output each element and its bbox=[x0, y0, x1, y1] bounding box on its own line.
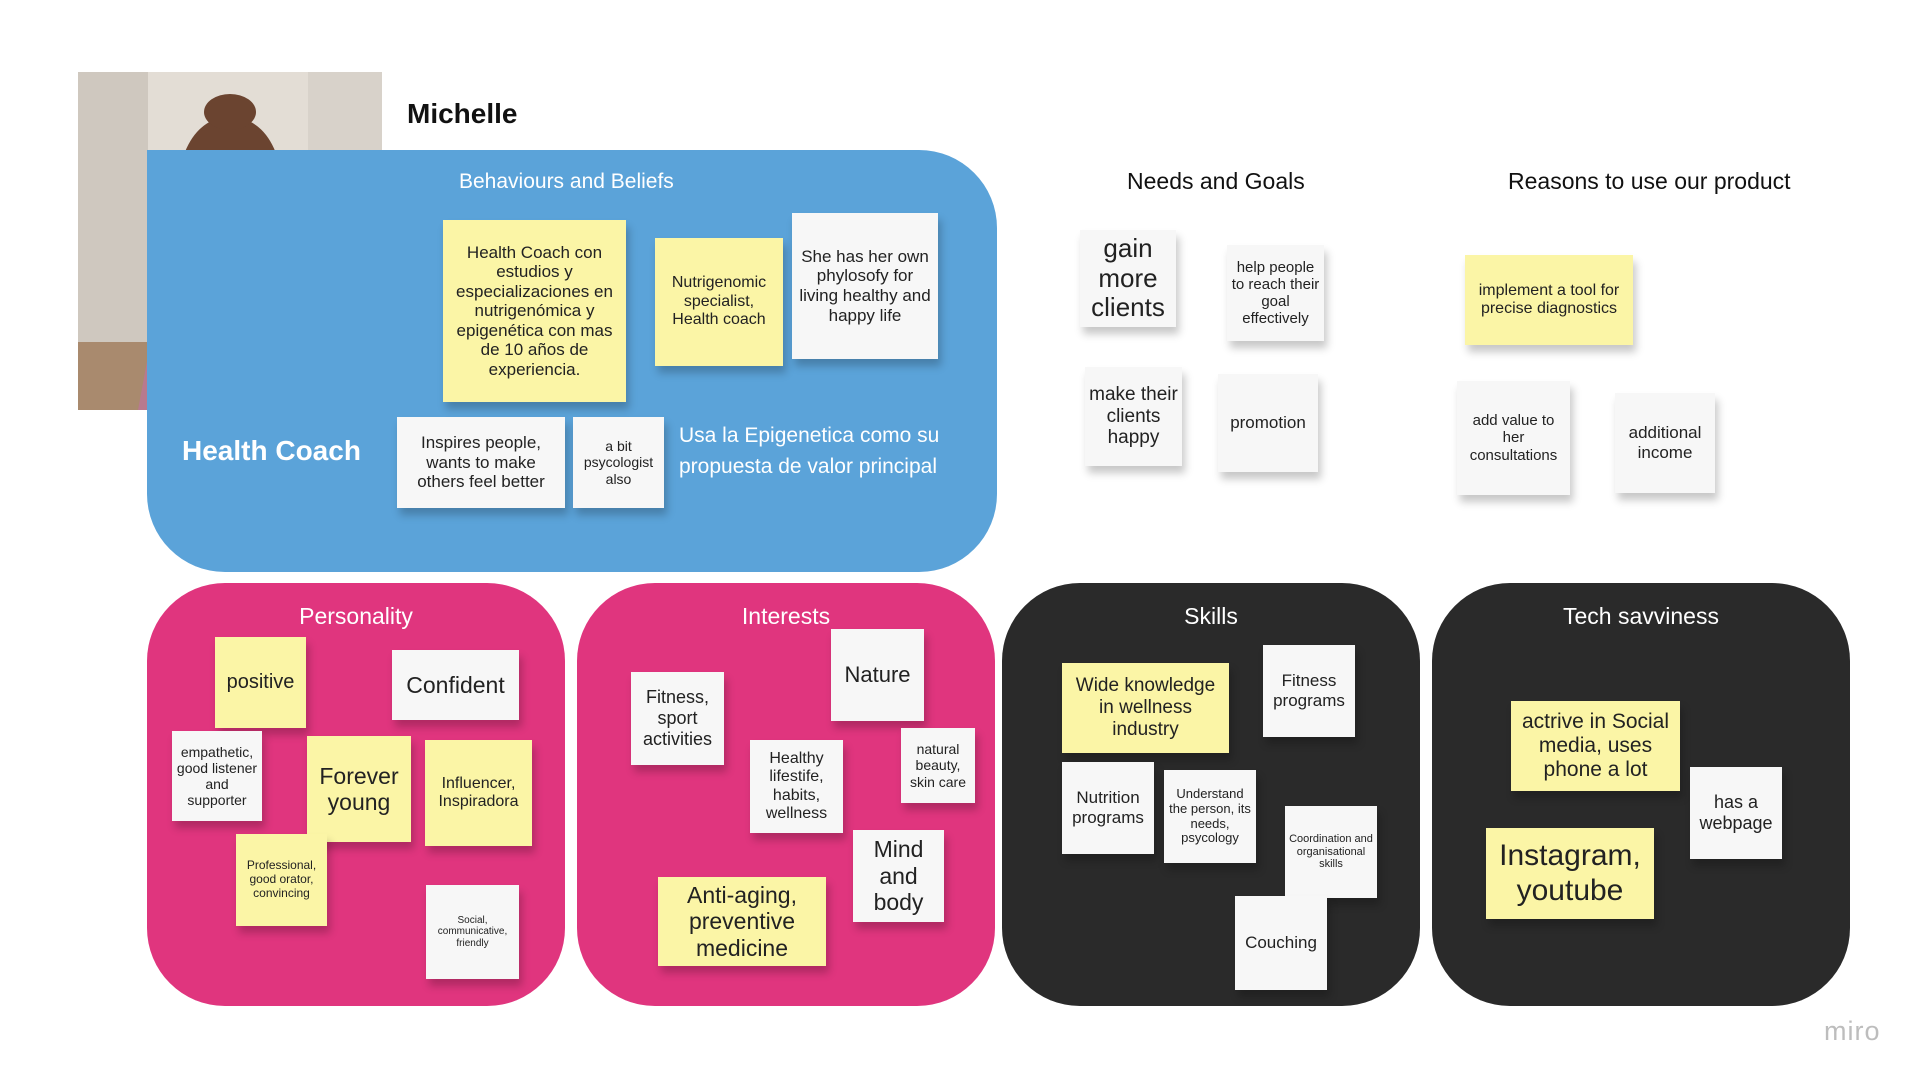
sticky-note[interactable]: promotion bbox=[1218, 374, 1318, 472]
sticky-note[interactable]: implement a tool for precise diagnostics bbox=[1465, 255, 1633, 345]
sticky-note[interactable]: make their clients happy bbox=[1085, 367, 1182, 466]
sticky-note[interactable]: Confident bbox=[392, 650, 519, 720]
sticky-note[interactable]: Health Coach con estudios y especializac… bbox=[443, 220, 626, 402]
sticky-note[interactable]: Mind and body bbox=[853, 830, 944, 922]
personality-title: Personality bbox=[299, 603, 413, 629]
sticky-note[interactable]: Professional, good orator, convincing bbox=[236, 834, 327, 926]
sticky-note[interactable]: Forever young bbox=[307, 736, 411, 842]
sticky-note[interactable]: Nutrition programs bbox=[1062, 762, 1154, 854]
sticky-note[interactable]: gain more clients bbox=[1080, 230, 1176, 327]
sticky-note[interactable]: natural beauty, skin care bbox=[901, 728, 975, 803]
sticky-note[interactable]: Nature bbox=[831, 629, 924, 721]
persona-name: Michelle bbox=[407, 98, 518, 129]
tech-frame[interactable]: Tech savviness bbox=[1432, 583, 1850, 1006]
sticky-note[interactable]: She has her own phylosofy for living hea… bbox=[792, 213, 938, 359]
sticky-note[interactable]: Inspires people, wants to make others fe… bbox=[397, 417, 565, 508]
sticky-note[interactable]: Instagram, youtube bbox=[1486, 828, 1654, 919]
miro-logo: miro bbox=[1824, 1016, 1881, 1046]
sticky-note[interactable]: has a webpage bbox=[1690, 767, 1782, 859]
sticky-note[interactable]: a bit psycologist also bbox=[573, 417, 664, 508]
sticky-note[interactable]: Fitness programs bbox=[1263, 645, 1355, 737]
sticky-note[interactable]: additional income bbox=[1615, 393, 1715, 493]
sticky-note[interactable]: Nutrigenomic specialist, Health coach bbox=[655, 238, 783, 366]
reasons-title: Reasons to use our product bbox=[1508, 168, 1791, 194]
sticky-note[interactable]: Couching bbox=[1235, 896, 1327, 990]
interests-title: Interests bbox=[741, 603, 831, 629]
sticky-note[interactable]: positive bbox=[215, 637, 306, 728]
sticky-note[interactable]: Healthy lifestife, habits, wellness bbox=[750, 740, 843, 833]
sticky-note[interactable]: Social, communicative, friendly bbox=[426, 885, 519, 979]
behaviours-title: Behaviours and Beliefs bbox=[459, 170, 674, 193]
sticky-note[interactable]: empathetic, good listener and supporter bbox=[172, 731, 262, 821]
skills-title: Skills bbox=[1184, 603, 1238, 629]
sticky-note[interactable]: Fitness, sport activities bbox=[631, 672, 724, 765]
sticky-note[interactable]: help people to reach their goal effectiv… bbox=[1227, 245, 1324, 341]
value-proposition: Usa la Epigenetica como su propuesta de … bbox=[679, 424, 940, 478]
sticky-note[interactable]: Coordination and organisational skills bbox=[1285, 806, 1377, 898]
tech-title: Tech savviness bbox=[1563, 603, 1719, 629]
sticky-note[interactable]: actrive in Social media, uses phone a lo… bbox=[1511, 701, 1680, 791]
sticky-note[interactable]: Anti-aging, preventive medicine bbox=[658, 877, 826, 966]
sticky-note[interactable]: Understand the person, its needs, psycol… bbox=[1164, 770, 1256, 863]
sticky-note[interactable]: Influencer, Inspiradora bbox=[425, 740, 532, 846]
persona-role: Health Coach bbox=[182, 435, 361, 466]
needs-title: Needs and Goals bbox=[1127, 168, 1305, 194]
sticky-note[interactable]: Wide knowledge in wellness industry bbox=[1062, 663, 1229, 753]
sticky-note[interactable]: add value to her consultations bbox=[1457, 381, 1570, 495]
